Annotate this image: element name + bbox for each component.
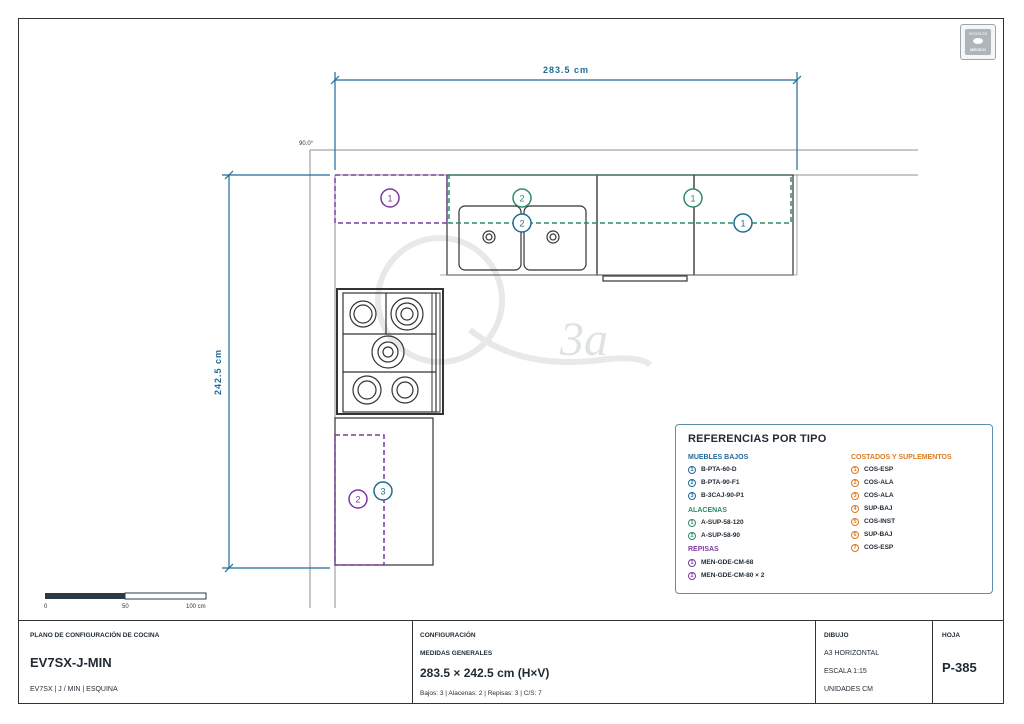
titleblock-col-divider [412, 620, 413, 704]
marker-alacena-1[interactable]: 1 [683, 188, 703, 208]
watermark-text: 3a [559, 313, 608, 366]
dibujo-format: A3 HORIZONTAL [824, 650, 880, 657]
svg-text:3: 3 [380, 487, 385, 497]
plano-label: PLANO DE CONFIGURACIÓN DE COCINA [30, 632, 160, 639]
made-in-mexico-badge: HECHO EN MÉXICO [960, 24, 996, 60]
marker-repisa-2[interactable]: 2 [348, 489, 368, 509]
eagle-icon [973, 38, 983, 44]
badge-line2: MÉXICO [970, 47, 986, 52]
legend-muebles-title: MUEBLES BAJOS [688, 454, 749, 461]
legend-costados-title: COSTADOS Y SUPLEMENTOS [851, 454, 952, 461]
badge-line1: HECHO EN [968, 32, 988, 36]
legend-repisas-title: REPISAS [688, 546, 719, 553]
scale-label-50: 50 [122, 604, 129, 610]
svg-text:1: 1 [740, 219, 745, 229]
svg-text:1: 1 [690, 194, 695, 204]
scale-label-0: 0 [44, 604, 48, 610]
legend-alacenas-title: ALACENAS [688, 507, 727, 514]
stove [336, 288, 444, 415]
dibujo-label: DIBUJO [824, 632, 849, 639]
dimension-vertical: 242.5 cm [213, 349, 223, 395]
svg-text:1: 1 [387, 194, 392, 204]
medidas-label: MEDIDAS GENERALES [420, 650, 493, 657]
svg-text:2: 2 [355, 495, 360, 505]
hoja-value: P-385 [942, 660, 977, 675]
model-subtitle: EV7SX | J / MIN | ESQUINA [30, 686, 118, 693]
scale-label-100: 100 cm [186, 604, 206, 610]
angle-label: 90.0° [299, 141, 314, 147]
legend-title: REFERENCIAS POR TIPO [688, 433, 827, 445]
shelf-top [334, 174, 448, 224]
wall-cabinets [448, 174, 792, 224]
dibujo-units: UNIDADES CM [824, 686, 874, 693]
svg-text:2: 2 [519, 219, 524, 229]
marker-mueble-2[interactable]: 2 [512, 213, 532, 233]
dibujo-scale: ESCALA 1:15 [824, 668, 867, 675]
counts-text: Bajos: 3 | Alacenas: 2 | Repisas: 3 | C/… [420, 690, 542, 697]
marker-mueble-3[interactable]: 3 [373, 481, 393, 501]
model-title: EV7SX-J-MIN [30, 655, 112, 670]
drawing-frame [18, 18, 1004, 704]
titleblock-col-divider [815, 620, 816, 704]
medidas-value: 283.5 × 242.5 cm (H×V) [420, 666, 550, 680]
hoja-label: HOJA [942, 632, 961, 639]
scale-bar [45, 592, 207, 600]
titleblock-col-divider [932, 620, 933, 704]
marker-mueble-1[interactable]: 1 [733, 213, 753, 233]
drawer-handle [602, 275, 688, 282]
svg-text:2: 2 [519, 194, 524, 204]
config-label: CONFIGURACIÓN [420, 632, 476, 639]
sink [458, 205, 587, 271]
watermark-logo [375, 235, 653, 368]
marker-alacena-2[interactable]: 2 [512, 188, 532, 208]
dimension-horizontal-line [330, 72, 802, 170]
dimension-vertical-line [222, 170, 330, 573]
dimension-horizontal: 283.5 cm [543, 65, 589, 75]
marker-repisa-1[interactable]: 1 [380, 188, 400, 208]
badge-logo: HECHO EN MÉXICO [965, 29, 991, 55]
titleblock-divider [18, 620, 1004, 621]
